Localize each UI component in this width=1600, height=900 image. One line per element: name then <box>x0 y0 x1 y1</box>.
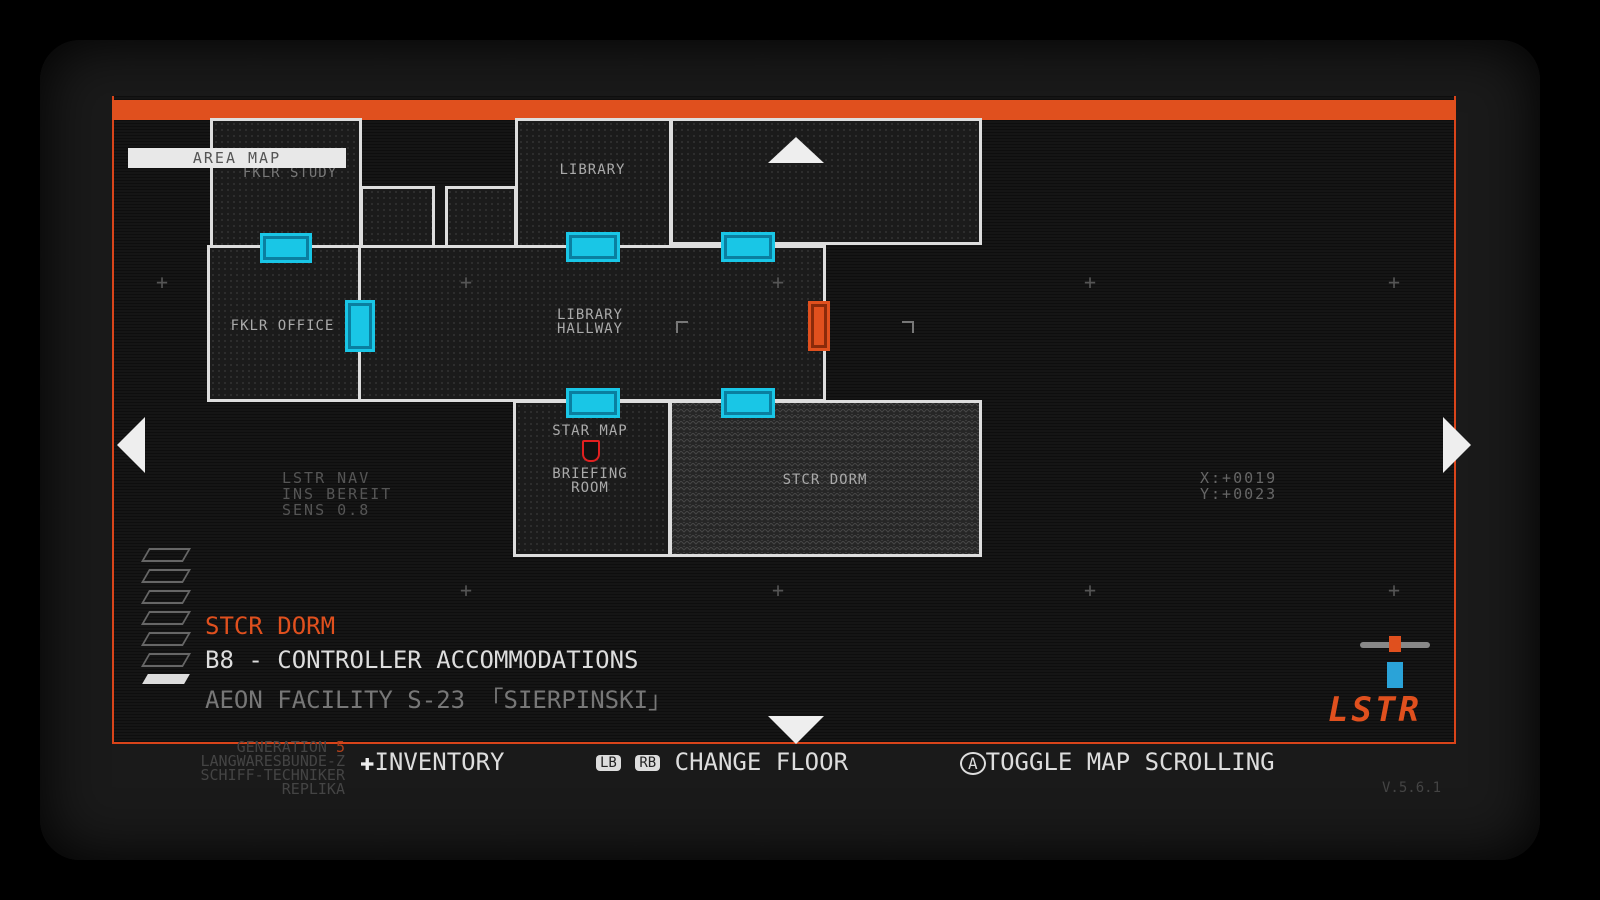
scroll-down-arrow-icon[interactable] <box>768 716 824 744</box>
lstr-emblem-icon <box>1360 630 1430 690</box>
grid-marker: + <box>1084 270 1097 294</box>
inventory-label: INVENTORY <box>374 748 505 776</box>
room-label-briefing-room: BRIEFING ROOM <box>552 466 628 496</box>
coordinate-x: X:+0019 <box>1200 469 1278 487</box>
version-label: V.5.6.1 <box>1382 780 1442 796</box>
bracket-marker <box>902 321 914 333</box>
grid-marker: + <box>1388 578 1401 602</box>
grid-marker: + <box>460 578 473 602</box>
rb-button-icon: RB <box>635 755 661 771</box>
nav-info-line: INS BEREIT <box>282 485 393 503</box>
room-north[interactable] <box>670 118 982 245</box>
grid-marker: + <box>772 270 785 294</box>
unit-info: GENERATION 5 LANGWARESBUNDE-Z SCHIFF-TEC… <box>110 738 346 798</box>
floor-stack-icon <box>140 548 192 698</box>
coordinate-readout: X:+0019 Y:+0023 <box>1200 470 1277 502</box>
top-accent-bar <box>112 100 1456 120</box>
room-label-library: LIBRARY <box>559 162 626 178</box>
nav-info: LSTR NAV INS BEREIT SENS 0.8 <box>282 470 392 518</box>
bracket-marker <box>676 321 688 333</box>
door-north-room[interactable] <box>724 235 772 259</box>
grid-marker: + <box>1084 578 1097 602</box>
dpad-icon: ✚ <box>360 748 375 776</box>
inventory-button[interactable]: ✚INVENTORY <box>360 748 505 776</box>
facility-name: AEON FACILITY S-23 「SIERPINSKI」 <box>205 686 673 714</box>
unit-info-generation: GENERATION 5 <box>110 738 345 756</box>
door-briefing-room[interactable] <box>569 391 617 415</box>
grid-marker: + <box>156 270 169 294</box>
unit-info-line: LANGWARESBUNDE-Z <box>200 752 346 770</box>
nav-info-line: LSTR NAV <box>282 469 371 487</box>
unit-info-line: SCHIFF-TECHNIKER <box>200 766 346 784</box>
unit-info-line: GENERATION <box>236 738 327 756</box>
door-fklr-study[interactable] <box>263 236 309 260</box>
change-floor-label: CHANGE FLOOR <box>674 748 849 776</box>
save-point-icon <box>582 440 600 462</box>
area-map-title: AREA MAP <box>128 148 346 168</box>
room-label-star-map: STAR MAP <box>552 423 628 439</box>
scroll-up-arrow-icon[interactable] <box>768 137 824 163</box>
door-library[interactable] <box>569 235 617 259</box>
floor-name: B8 - CONTROLLER ACCOMMODATIONS <box>205 646 639 674</box>
grid-marker: + <box>1388 270 1401 294</box>
room-fklr-study[interactable] <box>210 118 362 248</box>
room-label-stcr-dorm: STCR DORM <box>782 472 868 488</box>
change-floor-button[interactable]: LB RB CHANGE FLOOR <box>596 748 848 776</box>
current-room-name: STCR DORM <box>205 612 336 640</box>
grid-marker: + <box>772 578 785 602</box>
lstr-logo: LSTR <box>1328 690 1422 730</box>
grid-marker: + <box>460 270 473 294</box>
room-fklr-office[interactable] <box>207 245 361 402</box>
lb-button-icon: LB <box>596 755 621 771</box>
coordinate-y: Y:+0023 <box>1200 485 1278 503</box>
nav-info-line: SENS 0.8 <box>282 501 371 519</box>
generation-number: 5 <box>335 738 345 756</box>
door-stcr-dorm[interactable] <box>724 391 772 415</box>
locked-door[interactable] <box>811 304 827 348</box>
toggle-map-scrolling-label: TOGGLE MAP SCROLLING <box>985 748 1275 776</box>
scroll-left-arrow-icon[interactable] <box>117 417 145 473</box>
room-label-fklr-office: FKLR OFFICE <box>230 318 335 334</box>
room-library[interactable] <box>515 118 672 248</box>
room-stcr-dorm[interactable] <box>669 400 982 557</box>
a-button-icon: A <box>960 751 986 775</box>
wall-notch <box>432 186 448 248</box>
scroll-right-arrow-icon[interactable] <box>1443 417 1471 473</box>
room-label-library-hallway: LIBRARY HALLWAY <box>556 307 623 337</box>
room-label-fklr-study: FKLR STUDY <box>242 165 338 181</box>
door-fklr-office[interactable] <box>348 303 372 349</box>
unit-info-line: REPLIKA <box>281 780 345 798</box>
